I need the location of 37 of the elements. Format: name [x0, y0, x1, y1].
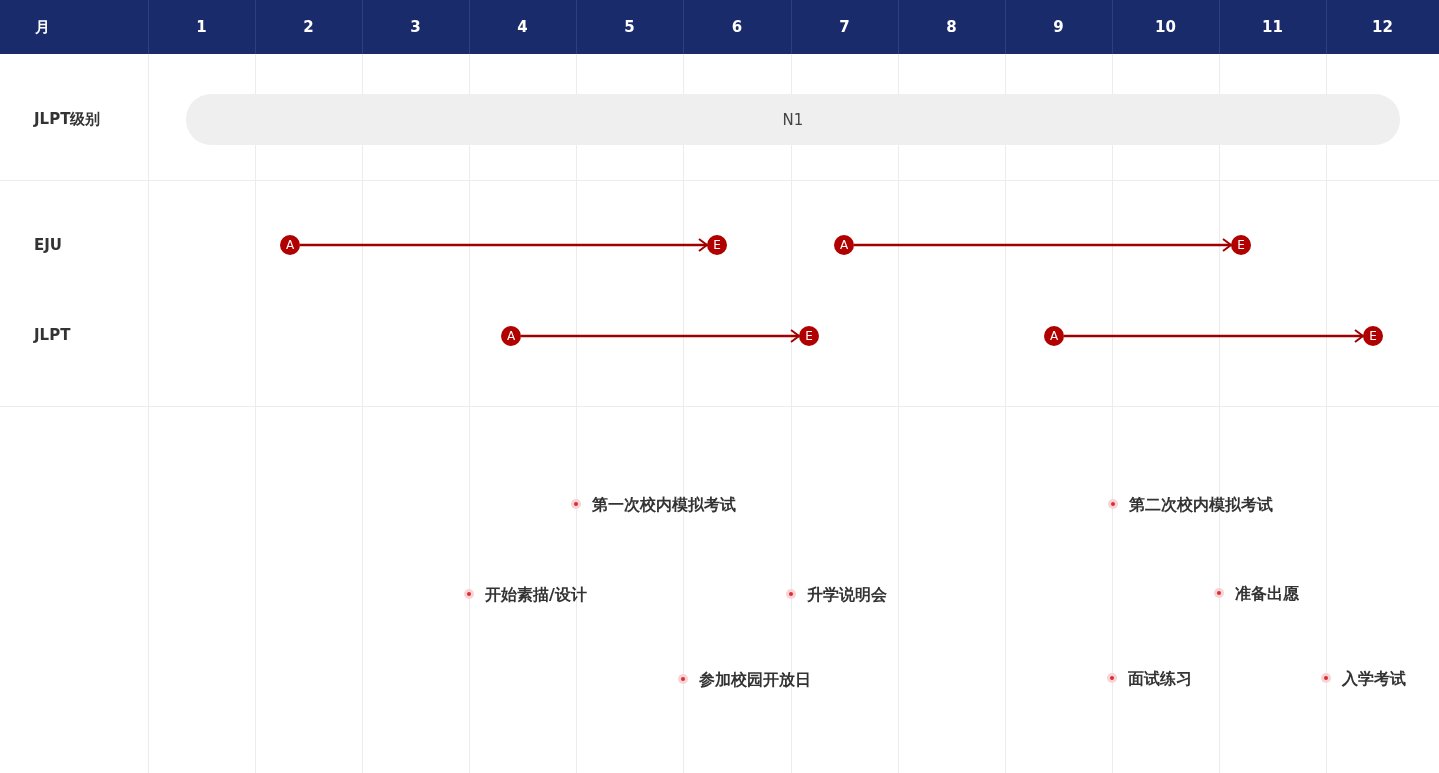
level-bar: N1 [186, 94, 1400, 145]
event-label: 准备出愿 [1235, 583, 1299, 605]
column-header: 4 [516, 17, 529, 38]
marker-circle: A [1044, 326, 1064, 346]
column-header: 11 [1261, 17, 1284, 38]
column-header: 7 [838, 17, 851, 38]
row-label: JLPT级别 [34, 109, 101, 129]
column-header: 9 [1052, 17, 1065, 38]
arrow [300, 238, 708, 252]
column-header: 5 [623, 17, 636, 38]
marker-circle: A [280, 235, 300, 255]
arrow [521, 329, 800, 343]
row-label: JLPT [34, 326, 71, 344]
column-header: 8 [945, 17, 958, 38]
column-header: 2 [302, 17, 315, 38]
arrow [854, 238, 1232, 252]
column-header: 3 [409, 17, 422, 38]
column-header: 1 [195, 17, 208, 38]
marker-circle: E [707, 235, 727, 255]
marker-circle: A [501, 326, 521, 346]
event-label: 第二次校内模拟考试 [1129, 494, 1273, 516]
event-label: 升学说明会 [807, 584, 887, 606]
event-label: 面试练习 [1128, 668, 1192, 690]
event-label: 第一次校内模拟考试 [592, 494, 736, 516]
event-label: 开始素描/设计 [485, 584, 587, 606]
column-header: 月 [33, 17, 51, 38]
column-header: 10 [1154, 17, 1177, 38]
marker-circle: E [1363, 326, 1383, 346]
event-label: 参加校园开放日 [699, 669, 811, 691]
marker-circle: E [1231, 235, 1251, 255]
marker-circle: E [799, 326, 819, 346]
marker-circle: A [834, 235, 854, 255]
event-label: 入学考试 [1342, 668, 1406, 690]
column-header: 6 [730, 17, 744, 38]
column-header: 12 [1371, 17, 1394, 38]
arrow [1064, 329, 1364, 343]
row-label: EJU [34, 236, 62, 254]
